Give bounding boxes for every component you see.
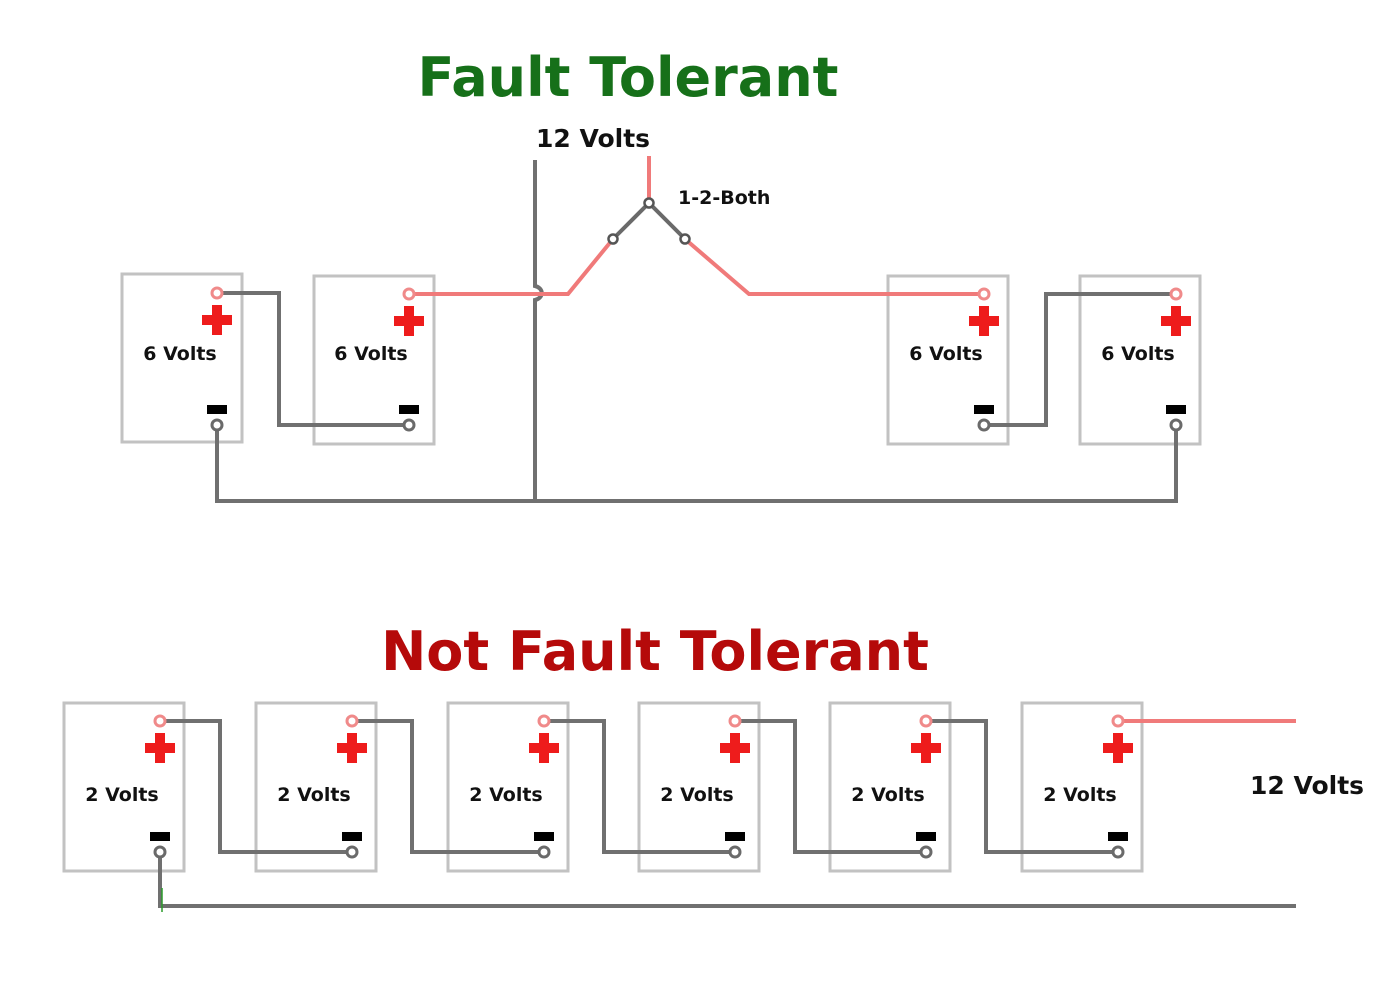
battery-voltage-label: 6 Volts (143, 343, 216, 365)
ft-battery-1: 6 Volts (120, 272, 244, 444)
battery-voltage-label: 2 Volts (660, 784, 733, 806)
negative-terminal (919, 845, 933, 859)
plus-icon (969, 306, 999, 336)
battery-voltage-label: 2 Volts (85, 784, 158, 806)
ft-negative-output-wire (533, 160, 544, 501)
positive-terminal (210, 286, 224, 300)
ft-positive-wire-bank-2 (683, 237, 984, 296)
negative-terminal (345, 845, 359, 859)
battery-body (886, 274, 1010, 446)
switch-label: 1-2-Both (678, 187, 770, 209)
battery-voltage-label: 2 Volts (277, 784, 350, 806)
fault-tolerant-section: Fault Tolerant 12 Volts 1-2-Both 6 Volts… (120, 46, 1202, 503)
ft-series-link-bank-2 (984, 292, 1176, 427)
switch-common-node (643, 197, 655, 209)
negative-terminal (402, 418, 416, 432)
ft-battery-2: 6 Volts (312, 274, 436, 446)
plus-icon (1161, 306, 1191, 336)
battery-body (254, 701, 378, 873)
battery-voltage-label: 6 Volts (334, 343, 407, 365)
negative-terminal (1111, 845, 1125, 859)
ft-battery-3: 6 Volts (886, 274, 1010, 446)
battery-body (446, 701, 570, 873)
plus-icon (337, 733, 367, 763)
battery-voltage-label: 6 Volts (1101, 343, 1174, 365)
battery-body (1078, 274, 1202, 446)
battery-voltage-label: 2 Volts (1043, 784, 1116, 806)
nft-negative-output-wire (158, 852, 1296, 908)
nft-battery-1: 2 Volts (62, 701, 186, 873)
battery-body (1020, 701, 1144, 873)
minus-icon (150, 832, 170, 841)
plus-icon (394, 306, 424, 336)
battery-body (637, 701, 761, 873)
positive-terminal (1111, 714, 1125, 728)
battery-body (62, 701, 186, 873)
positive-terminal (919, 714, 933, 728)
plus-icon (911, 733, 941, 763)
minus-icon (342, 832, 362, 841)
ft-positive-wire-bank-1 (409, 237, 615, 296)
minus-icon (725, 832, 745, 841)
positive-terminal (402, 287, 416, 301)
negative-terminal (537, 845, 551, 859)
negative-terminal (210, 418, 224, 432)
ft-battery-4: 6 Volts (1078, 274, 1202, 446)
positive-terminal (1169, 287, 1183, 301)
positive-terminal (977, 287, 991, 301)
switch-position-1-node (607, 233, 619, 245)
battery-body (312, 274, 436, 446)
nft-series-link (352, 719, 544, 854)
negative-terminal (728, 845, 742, 859)
nft-battery-4: 2 Volts (637, 701, 761, 873)
battery-body (828, 701, 952, 873)
battery-selector-switch[interactable] (607, 197, 691, 245)
ft-negative-bus (215, 425, 1178, 503)
positive-terminal (345, 714, 359, 728)
minus-icon (916, 832, 936, 841)
plus-icon (202, 305, 232, 335)
battery-voltage-label: 2 Volts (469, 784, 542, 806)
nft-series-link (160, 719, 352, 854)
nft-battery-3: 2 Volts (446, 701, 570, 873)
nft-series-link (735, 719, 926, 854)
minus-icon (399, 405, 419, 414)
positive-terminal (728, 714, 742, 728)
negative-terminal (153, 845, 167, 859)
battery-voltage-label: 2 Volts (851, 784, 924, 806)
negative-terminal (977, 418, 991, 432)
plus-icon (720, 733, 750, 763)
plus-icon (145, 733, 175, 763)
not-fault-tolerant-output-label: 12 Volts (1250, 771, 1364, 800)
plus-icon (1103, 733, 1133, 763)
nft-battery-string: 2 Volts 2 Volts 2 Volts 2 Volts 2 Volts 2 Vol… (62, 701, 1144, 873)
nft-series-link (544, 719, 735, 854)
switch-position-2-node (679, 233, 691, 245)
not-fault-tolerant-title: Not Fault Tolerant (381, 620, 929, 683)
ft-series-link-bank-1 (217, 291, 409, 427)
nft-battery-6: 2 Volts (1020, 701, 1144, 873)
minus-icon (1166, 405, 1186, 414)
positive-terminal (537, 714, 551, 728)
positive-terminal (153, 714, 167, 728)
nft-battery-2: 2 Volts (254, 701, 378, 873)
plus-icon (529, 733, 559, 763)
battery-voltage-label: 6 Volts (909, 343, 982, 365)
nft-battery-5: 2 Volts (828, 701, 952, 873)
ft-terminals (202, 286, 1191, 432)
nft-series-link (926, 719, 1118, 854)
minus-icon (207, 405, 227, 414)
minus-icon (534, 832, 554, 841)
minus-icon (974, 405, 994, 414)
fault-tolerant-title: Fault Tolerant (418, 46, 839, 109)
minus-icon (1108, 832, 1128, 841)
negative-terminal (1169, 418, 1183, 432)
fault-tolerant-output-label: 12 Volts (536, 124, 650, 153)
nft-terminals (145, 714, 1133, 859)
